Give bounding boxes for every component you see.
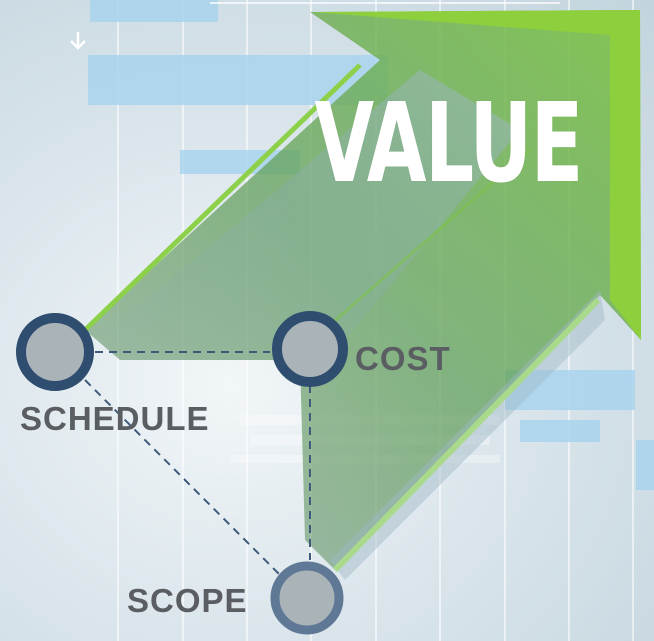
schedule-label: SCHEDULE — [20, 400, 210, 437]
cost-label: COST — [355, 340, 451, 377]
schedule-node — [16, 313, 94, 391]
scope-label: SCOPE — [127, 582, 248, 619]
cost-node — [272, 311, 348, 387]
value-title: VALUE — [314, 79, 584, 207]
scope-node — [270, 561, 344, 635]
down-arrow-icon — [70, 32, 86, 50]
